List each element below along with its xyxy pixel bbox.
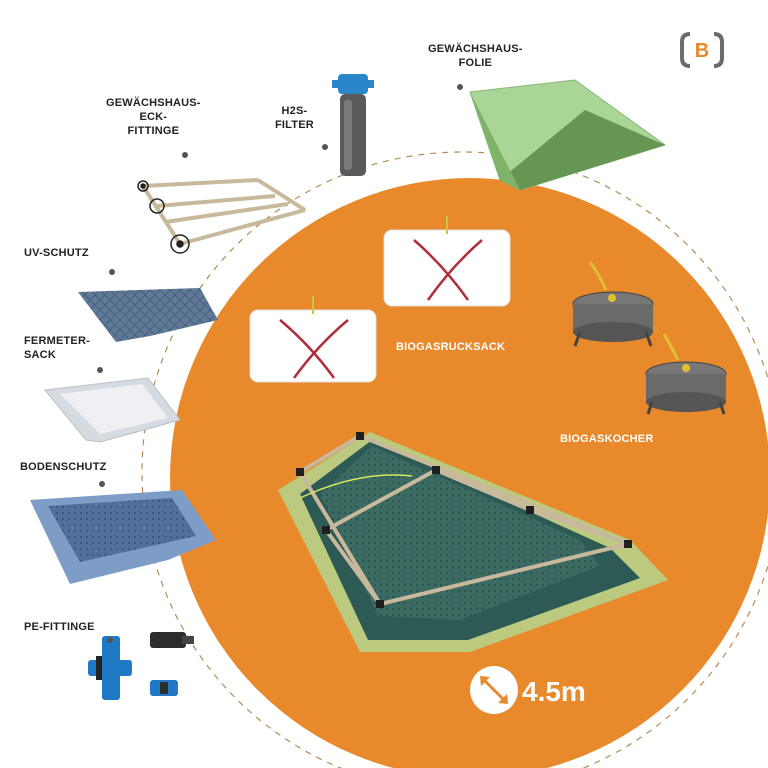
biogas-backpack-small-icon xyxy=(249,296,377,383)
dot-h2s xyxy=(322,144,328,150)
corner-fittings-frame-icon xyxy=(141,178,307,246)
dot-pe xyxy=(107,637,113,643)
label-corner-fittings: GEWÄCHSHAUS- ECK- FITTINGE xyxy=(106,97,201,137)
greenhouse-film-icon xyxy=(469,79,667,191)
ground-protection-icon xyxy=(30,490,216,584)
diagonal-arrow-icon xyxy=(470,666,518,714)
label-biogas-backpack: BIOGASRUCKSACK xyxy=(396,341,506,353)
label-greenhouse-film: GEWÄCHSHAUS- FOLIE xyxy=(428,43,523,69)
dot-folie xyxy=(457,84,463,90)
biogas-stove-icon-2 xyxy=(645,333,727,415)
dot-eck xyxy=(182,152,188,158)
corner-fitting-icons xyxy=(137,180,190,254)
biogas-backpack-large-icon xyxy=(383,216,511,307)
logo-letter: B xyxy=(695,40,709,62)
h2s-filter-icon xyxy=(332,74,374,176)
pe-fittings-icon xyxy=(88,632,194,700)
logo-b-icon: B xyxy=(680,32,724,68)
label-pe-fittings: PE-FITTINGE xyxy=(24,621,95,633)
label-fermenter-sack: FERMETER- SACK xyxy=(24,335,90,361)
greenhouse-biodigester-icon xyxy=(278,432,668,652)
dot-boden xyxy=(99,481,105,487)
fermenter-sack-icon xyxy=(44,377,181,443)
biogas-stove-icon xyxy=(572,261,654,347)
dot-uv xyxy=(109,269,115,275)
label-biogas-stove: BIOGASKOCHER xyxy=(560,433,654,445)
label-ground-protection: BODENSCHUTZ xyxy=(20,461,107,473)
label-uv-protection: UV-SCHUTZ xyxy=(24,247,89,259)
uv-protection-tarp-icon xyxy=(78,288,218,342)
label-h2s-filter: H2S- FILTER xyxy=(275,105,314,131)
dot-sack xyxy=(97,367,103,373)
dimension-value: 4.5m xyxy=(522,676,586,707)
